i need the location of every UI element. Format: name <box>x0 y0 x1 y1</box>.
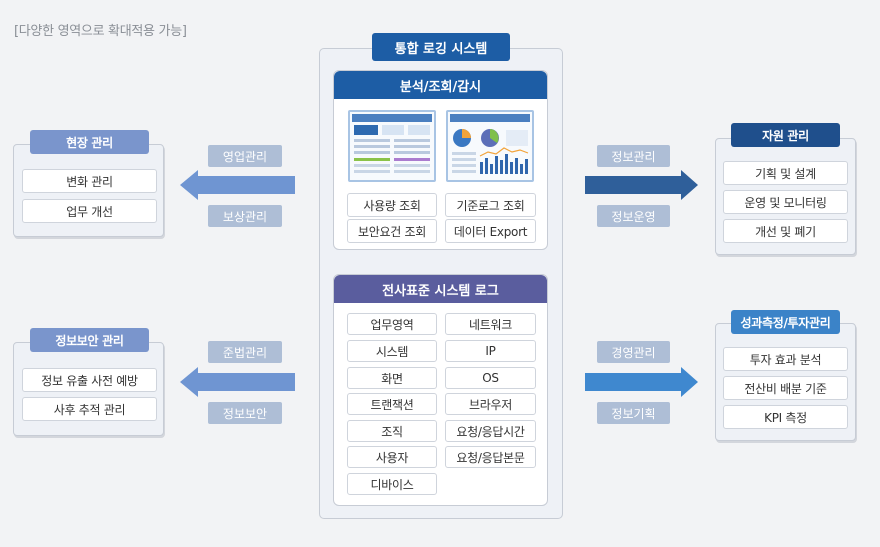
std-item: 네트워크 <box>445 313 536 335</box>
leak-prevention-item: 정보 유출 사전 예방 <box>22 368 157 392</box>
information-operation-tag: 정보운영 <box>597 205 670 227</box>
caption: [다양한 영역으로 확대적용 가능] <box>14 24 187 39</box>
left-top-arrow-icon <box>180 170 295 200</box>
information-planning-tag: 정보기획 <box>597 402 670 424</box>
right-top-arrow-icon <box>585 170 698 200</box>
standard-log-title: 전사표준 시스템 로그 <box>334 275 547 303</box>
dashboard-thumbnail-left <box>348 110 436 182</box>
post-tracking-item: 사후 추적 관리 <box>22 397 157 421</box>
planning-design-item: 기획 및 설계 <box>723 161 848 185</box>
std-item: IP <box>445 340 536 362</box>
resource-management-title: 자원 관리 <box>731 123 840 147</box>
operation-monitoring-item: 운영 및 모니터링 <box>723 190 848 214</box>
std-item: 화면 <box>347 367 437 389</box>
it-cost-allocation-item: 전산비 배분 기준 <box>723 376 848 400</box>
analysis-title: 분석/조회/감시 <box>334 71 547 99</box>
std-item: 브라우저 <box>445 393 536 415</box>
information-management-tag: 정보관리 <box>597 145 670 167</box>
std-item: 업무영역 <box>347 313 437 335</box>
std-item: 디바이스 <box>347 473 437 495</box>
investment-effect-item: 투자 효과 분석 <box>723 347 848 371</box>
left-bottom-arrow-icon <box>180 367 295 397</box>
infosec-management-title: 정보보안 관리 <box>30 328 149 352</box>
dashboard-thumbnail-right-graphic <box>450 114 530 174</box>
dashboard-thumbnail-right <box>446 110 534 182</box>
compensation-management-tag: 보상관리 <box>208 205 282 227</box>
std-item: 시스템 <box>347 340 437 362</box>
security-requirement-query-button[interactable]: 보안요건 조회 <box>347 219 437 243</box>
information-security-tag: 정보보안 <box>208 402 282 424</box>
dashboard-thumbnail-left-graphic <box>352 114 432 173</box>
std-item: 요청/응답본문 <box>445 446 536 468</box>
data-export-button[interactable]: 데이터 Export <box>445 219 536 243</box>
std-item: 요청/응답시간 <box>445 420 536 442</box>
right-bottom-arrow-icon <box>585 367 698 397</box>
compliance-management-tag: 준법관리 <box>208 341 282 363</box>
standard-log-panel: 전사표준 시스템 로그 <box>333 274 548 506</box>
kpi-measurement-item: KPI 측정 <box>723 405 848 429</box>
performance-investment-title: 성과측정/투자관리 <box>731 310 840 334</box>
field-management-title: 현장 관리 <box>30 130 149 154</box>
baseline-log-query-button[interactable]: 기준로그 조회 <box>445 193 536 217</box>
change-management-item: 변화 관리 <box>22 169 157 193</box>
std-item: 사용자 <box>347 446 437 468</box>
std-item: OS <box>445 367 536 389</box>
std-item: 트랜잭션 <box>347 393 437 415</box>
business-management-tag: 경영관리 <box>597 341 670 363</box>
work-improvement-item: 업무 개선 <box>22 199 157 223</box>
improvement-disposal-item: 개선 및 폐기 <box>723 219 848 243</box>
central-system-title: 통합 로깅 시스템 <box>372 33 510 61</box>
sales-management-tag: 영업관리 <box>208 145 282 167</box>
std-item: 조직 <box>347 420 437 442</box>
usage-query-button[interactable]: 사용량 조회 <box>347 193 437 217</box>
